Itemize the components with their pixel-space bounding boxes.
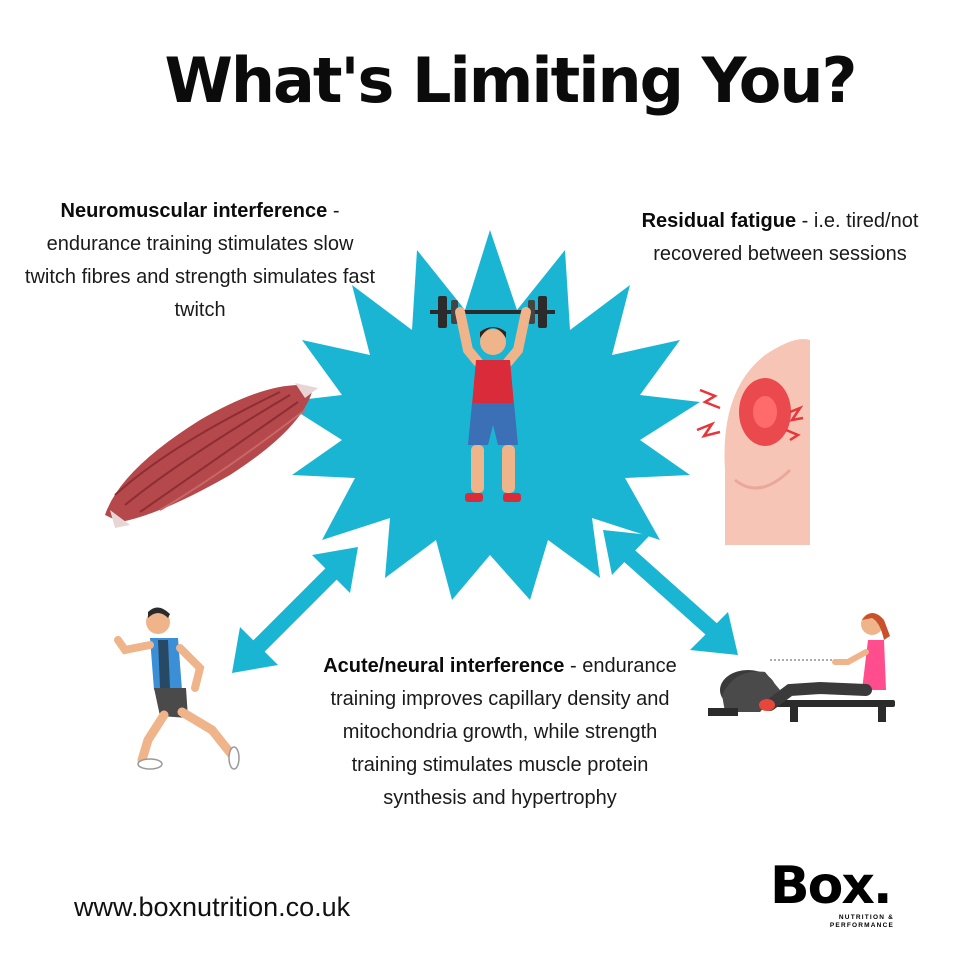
fatigue-text-block: Residual fatigue - i.e. tired/not recove… xyxy=(630,205,930,271)
fatigue-separator: - xyxy=(796,210,814,232)
right-double-arrow-icon xyxy=(603,530,738,655)
neuromuscular-heading: Neuromuscular interference xyxy=(60,200,328,222)
fatigue-body: i.e. tired/not recovered between session… xyxy=(653,210,919,265)
logo-tagline-line2: PERFORMANCE xyxy=(829,922,894,929)
fatigue-heading: Residual fatigue xyxy=(641,210,797,232)
page-title: What's Limiting You? xyxy=(164,44,858,117)
box-logo: Box. NUTRITION & PERFORMANCE xyxy=(770,858,900,930)
acute-text-block: Acute/neural interference - endurance tr… xyxy=(320,650,680,815)
muscle-fibre-icon xyxy=(105,383,318,528)
sore-shoulder-icon xyxy=(696,339,810,545)
neuromuscular-text-block: Neuromuscular interference - endurance t… xyxy=(20,195,380,327)
website-url[interactable]: www.boxnutrition.co.uk xyxy=(74,892,351,922)
neuromuscular-separator: - xyxy=(327,200,340,222)
rowing-machine-icon xyxy=(708,613,895,722)
weightlifter-icon xyxy=(430,296,555,502)
runner-icon xyxy=(114,607,240,770)
acute-separator: - xyxy=(564,655,583,677)
acute-body: endurance training improves capillary de… xyxy=(330,655,677,809)
logo-wordmark: Box. xyxy=(770,856,893,916)
left-double-arrow-icon xyxy=(232,547,358,673)
acute-heading: Acute/neural interference xyxy=(323,655,565,677)
logo-tagline-line1: NUTRITION & xyxy=(838,914,894,921)
neuromuscular-body: endurance training stimulates slow twitc… xyxy=(24,233,376,321)
